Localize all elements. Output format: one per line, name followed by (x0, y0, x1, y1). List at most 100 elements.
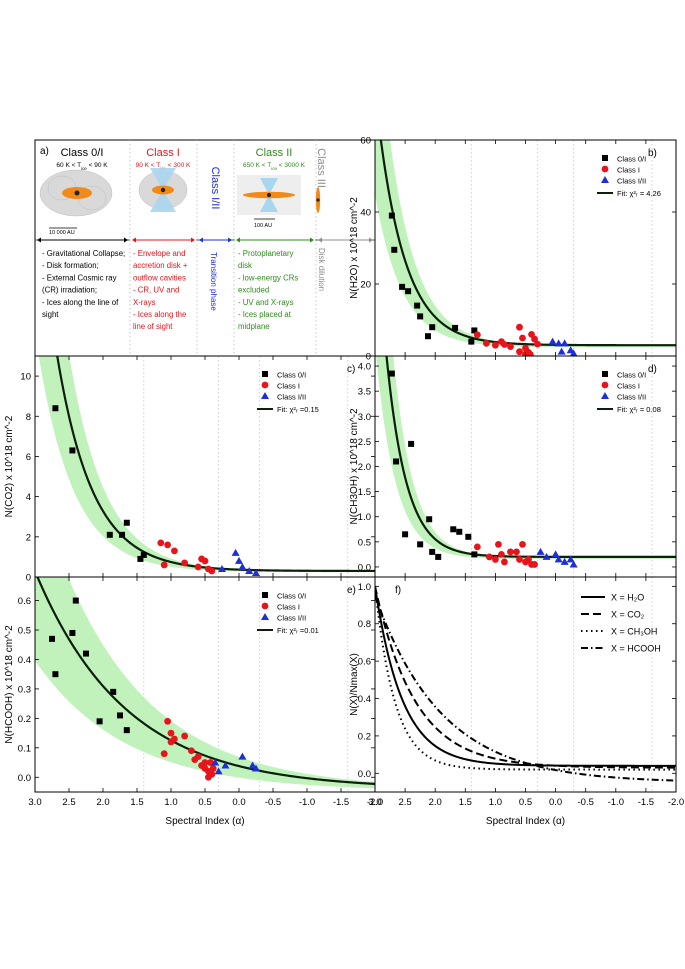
marker-class-0-i (69, 629, 76, 636)
marker-class-0-i (426, 516, 433, 523)
marker-class-i (201, 759, 209, 766)
y-tick-label: 1.0 (358, 512, 371, 523)
marker-class-i (495, 540, 502, 548)
x-tick-label: 0.5 (198, 797, 211, 808)
timeline-arrow (310, 237, 314, 243)
class-item: - Ices placed at (238, 310, 292, 319)
marker-class-i-ii (211, 758, 220, 766)
panel-label: a) (40, 146, 49, 157)
legend-label: Class I (277, 382, 300, 391)
x-tick-label: 1.0 (489, 797, 502, 808)
panel-label: c) (347, 364, 355, 375)
y-tick-label: 4 (26, 492, 31, 503)
y-tick-label: 0.8 (358, 619, 371, 630)
class-item: X-rays (133, 298, 156, 307)
marker-class-0-i (123, 519, 130, 526)
marker-class-i (498, 550, 505, 558)
marker-class-i (167, 738, 175, 746)
y-tick-label: 6 (26, 452, 31, 463)
x-tick-label: 1.5 (130, 797, 143, 808)
legend-marker (602, 371, 608, 377)
marker-class-0-i (52, 671, 59, 678)
confidence-band (35, 577, 375, 789)
marker-class-0-i (435, 553, 442, 560)
y-tick-label: 0.5 (18, 626, 31, 637)
marker-class-i (188, 747, 195, 755)
class-temperature: 650 K < Tice < 3000 K (243, 162, 306, 171)
fit-line (379, 140, 676, 347)
marker-class-0-i (137, 555, 144, 562)
marker-class-0-i (402, 531, 409, 538)
x-tick-label: 3.0 (28, 797, 41, 808)
marker-class-0-i (391, 246, 398, 253)
y-axis-label: N(CH3OH) x 10^18 cm^-2 (349, 408, 360, 525)
y-tick-label: 20 (360, 280, 371, 291)
marker-class-i (181, 559, 189, 567)
marker-class-0-i (471, 551, 478, 558)
class-item: - External Cosmic ray (42, 273, 117, 282)
marker-class-0-i (429, 324, 436, 331)
marker-class-0-i (456, 528, 463, 535)
marker-class-i-ii (235, 556, 243, 564)
marker-class-i (164, 541, 172, 549)
class-item: Disk dilution (317, 248, 326, 291)
marker-class-0-i (49, 635, 55, 642)
legend-marker (261, 381, 269, 389)
y-tick-label: 2.0 (358, 462, 371, 473)
class-item: - Envelope and (133, 249, 185, 258)
y-axis-label: N(CO2) x 10^18 cm^-2 (4, 415, 15, 517)
class-temperature: 60 K < Tice < 90 K (56, 162, 108, 171)
x-tick-label: 2.5 (62, 797, 75, 808)
y-axis-label: N(X)/Nmax(X) (349, 653, 360, 716)
marker-class-i-ii (569, 560, 578, 568)
marker-class-0-i (117, 712, 123, 719)
marker-class-0-i (72, 597, 79, 604)
marker-class-0-i (69, 447, 76, 454)
class-item: - Gravitational Collapse; (42, 249, 125, 258)
marker-class-i (519, 334, 526, 342)
y-tick-label: 0.1 (18, 743, 31, 754)
y-tick-label: 2 (26, 532, 31, 543)
protostar-class1 (160, 187, 166, 193)
y-tick-label: 60 (360, 136, 371, 147)
marker-class-0-i (429, 548, 436, 555)
legend-label: Class 0/I (277, 592, 306, 601)
y-tick-label: 0.2 (18, 714, 31, 725)
marker-class-0-i (96, 718, 103, 725)
y-tick-label: 8 (26, 412, 31, 423)
marker-class-0-i (417, 541, 424, 548)
marker-class-i (205, 773, 212, 781)
x-tick-label: -1.0 (608, 797, 624, 808)
panel-label: d) (648, 364, 657, 375)
x-tick-label: 3.0 (368, 797, 381, 808)
marker-class-i (171, 547, 178, 555)
legend-label: Class 0/I (617, 371, 646, 380)
class-title: Class 0/I (61, 147, 104, 159)
class-item: - low-energy CRs (238, 273, 298, 282)
y-tick-label: 1.0 (358, 582, 371, 593)
marker-class-i (492, 341, 499, 349)
timeline-arrow (37, 237, 41, 243)
y-tick-label: 40 (360, 208, 371, 219)
legend-marker (602, 155, 608, 161)
y-tick-label: 0 (26, 573, 31, 584)
legend-marker (261, 602, 269, 610)
marker-class-i-ii (245, 566, 254, 574)
marker-class-i-ii (560, 557, 569, 565)
x-tick-label: 0.0 (549, 797, 562, 808)
y-tick-label: 0.5 (358, 537, 371, 548)
marker-class-0-i (471, 327, 478, 334)
marker-class-0-i (393, 458, 400, 465)
marker-class-0-i (408, 440, 415, 447)
class-item: accretion disk + (133, 261, 188, 270)
legend-fit-label: Fit: χ²ᵣ =0.15 (277, 405, 319, 414)
marker-class-0-i (388, 212, 395, 219)
marker-class-0-i (110, 688, 117, 695)
y-tick-label: 4.0 (358, 362, 371, 373)
x-tick-label: -0.5 (265, 797, 281, 808)
marker-class-i (531, 335, 538, 343)
legend-label: Class I/II (617, 393, 646, 402)
marker-class-i (492, 556, 499, 563)
